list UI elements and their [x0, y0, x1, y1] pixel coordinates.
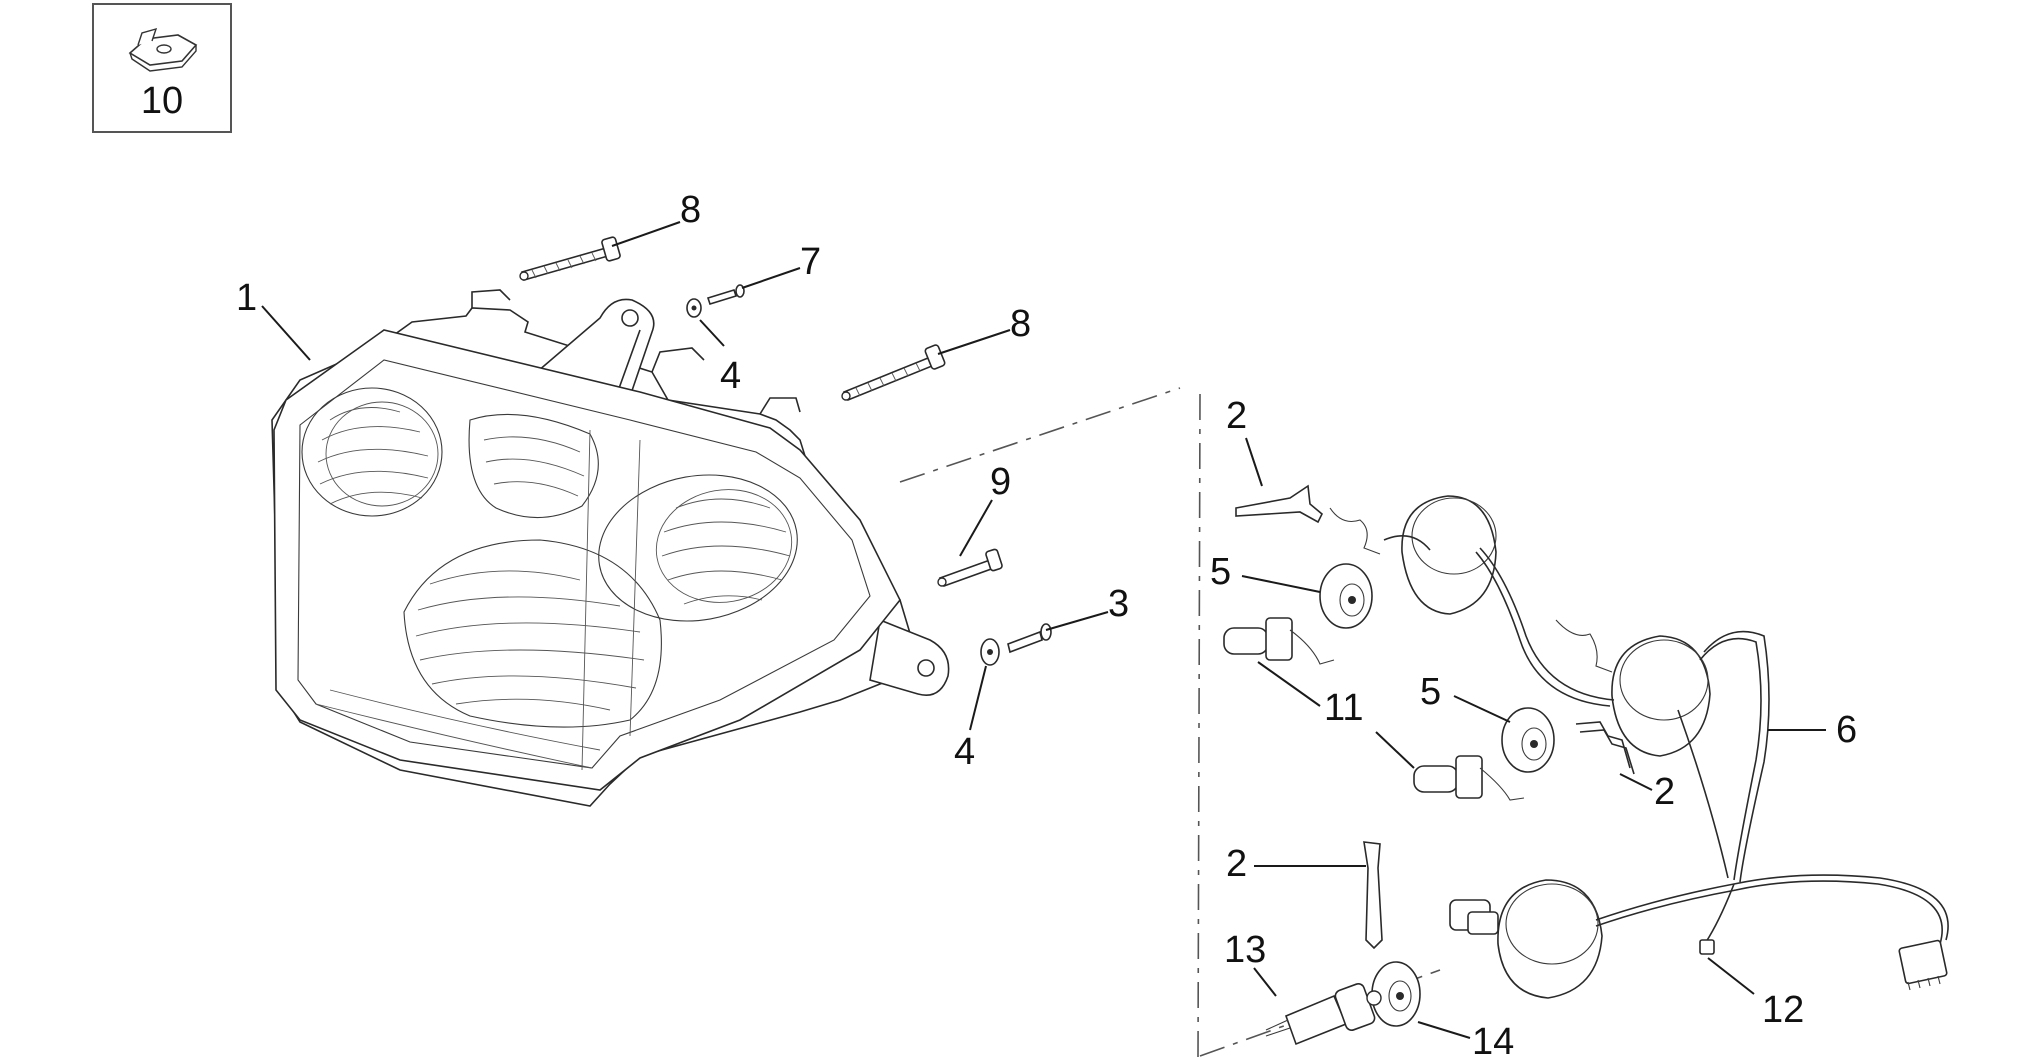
- bulb-11-upper: [1223, 617, 1335, 665]
- callout-4-upper: 4: [720, 355, 741, 397]
- callout-12: 12: [1762, 989, 1804, 1031]
- callout-8-upper: 8: [680, 189, 701, 231]
- wire-lead-middle: [1555, 619, 1613, 673]
- callout-14: 14: [1472, 1021, 1514, 1058]
- spring-clip-2-upper: [1235, 484, 1323, 524]
- callout-2-lower: 2: [1226, 843, 1247, 885]
- headlight-housing: [271, 289, 950, 807]
- bulb-holder-5-upper: [1319, 563, 1373, 629]
- wire-lead-upper: [1329, 507, 1381, 555]
- callout-5-upper: 5: [1210, 551, 1231, 593]
- leader-lines: [261, 221, 1826, 1039]
- wiring-harness-6: [1475, 547, 1949, 991]
- washer-4-lower-hole: [987, 649, 993, 655]
- callout-13: 13: [1224, 929, 1266, 971]
- callout-4-lower: 4: [954, 731, 975, 773]
- bulb-13: [1265, 983, 1382, 1046]
- screw-3: [1007, 623, 1052, 654]
- inset-part-number: 10: [140, 80, 184, 122]
- callout-1: 1: [236, 277, 257, 319]
- rubber-cap-lower: [1449, 879, 1603, 999]
- bulb-holder-5-lower: [1501, 707, 1555, 773]
- callout-8-right: 8: [1010, 303, 1031, 345]
- rubber-cap-upper: [1383, 495, 1497, 615]
- callout-2-right: 2: [1654, 771, 1675, 813]
- inset-part-box: 10: [92, 3, 232, 133]
- callout-11: 11: [1324, 687, 1363, 729]
- screw-8-right: [841, 344, 946, 402]
- screw-7: [706, 284, 745, 305]
- callout-9: 9: [990, 461, 1011, 503]
- bulb-holder-14: [1371, 961, 1421, 1027]
- screw-9: [937, 548, 1003, 587]
- rubber-cap-middle: [1611, 635, 1711, 757]
- centerline-vertical: [1197, 393, 1201, 1058]
- screw-8-upper: [519, 236, 621, 281]
- washer-4-upper-hole: [691, 305, 697, 311]
- callout-5-lower: 5: [1420, 671, 1441, 713]
- callout-3: 3: [1108, 583, 1129, 625]
- callout-7: 7: [800, 241, 821, 283]
- callout-6: 6: [1836, 709, 1857, 751]
- callout-2-upper: 2: [1226, 395, 1247, 437]
- clip-nut-icon: [128, 27, 198, 72]
- spring-clip-2-lower: [1363, 841, 1383, 950]
- centerline-upper: [899, 387, 1181, 483]
- bulb-11-lower: [1413, 755, 1525, 801]
